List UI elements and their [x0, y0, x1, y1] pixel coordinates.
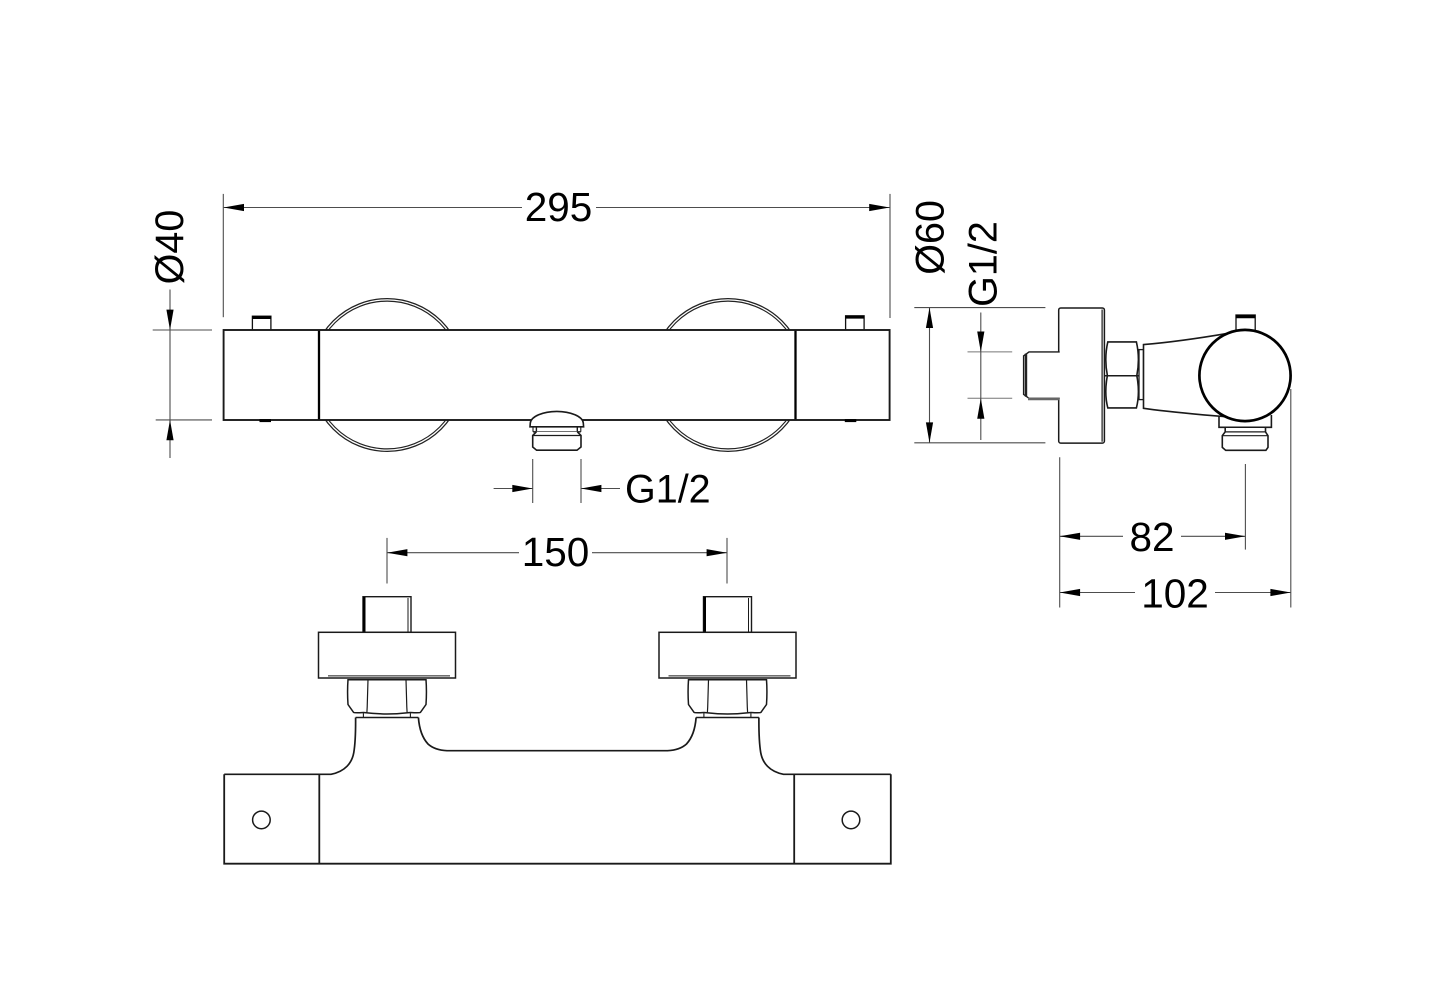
svg-text:G1/2: G1/2 [962, 221, 1006, 307]
svg-text:295: 295 [525, 184, 593, 230]
svg-text:82: 82 [1129, 514, 1174, 560]
svg-text:G1/2: G1/2 [625, 468, 711, 512]
svg-text:150: 150 [522, 529, 590, 575]
svg-text:Ø60: Ø60 [909, 200, 953, 275]
svg-text:102: 102 [1141, 571, 1209, 617]
svg-text:Ø40: Ø40 [148, 210, 192, 285]
